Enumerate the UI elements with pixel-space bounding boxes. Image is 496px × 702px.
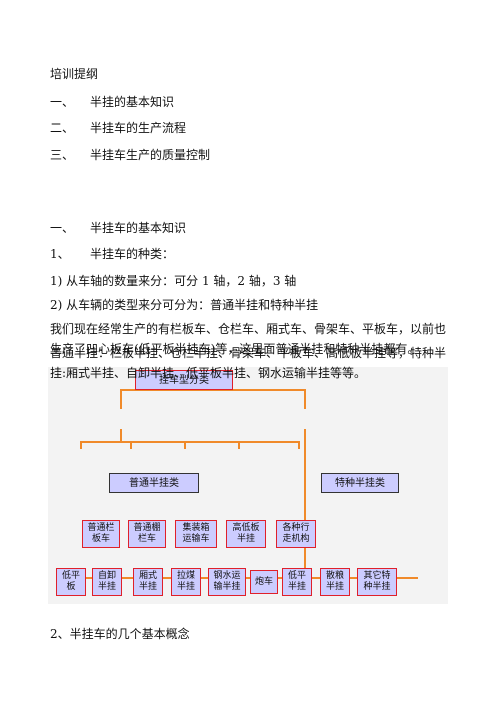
diagram-root-box: 挂车型分类	[135, 370, 233, 390]
outline-num: 三、	[50, 148, 75, 162]
diagram-special-child-8: 散粮 半挂	[320, 568, 350, 596]
connector	[298, 441, 300, 449]
connector	[304, 429, 306, 577]
diagram-special-child-3: 厢式 半挂	[133, 568, 163, 596]
connector	[304, 389, 306, 409]
outline-text: 半挂车的生产流程	[90, 121, 187, 135]
outline-num: 一、	[50, 95, 75, 109]
diagram-special-child-9: 其它特 种半挂	[357, 568, 397, 596]
subsection-heading: 1、 半挂车的种类：	[50, 247, 174, 261]
paragraph-1: 我们现在经常生产的有栏板车、仓栏车、厢式车、骨架车、平板车，以前也生产了凹心板车…	[50, 322, 447, 356]
outline-num: 二、	[50, 121, 75, 135]
diagram-normal-box: 普通半挂类	[109, 473, 199, 493]
connector	[80, 441, 82, 449]
outline-item-1: 一、 半挂的基本知识	[50, 95, 174, 109]
diagram-normal-child-5: 各种行 走机构	[276, 520, 316, 548]
section-num: 一、	[50, 221, 75, 235]
section-title: 半挂车的基本知识	[90, 221, 187, 235]
outline-text: 半挂车生产的质量控制	[90, 148, 211, 162]
outline-item-3: 三、 半挂车生产的质量控制	[50, 148, 210, 162]
section-heading: 一、 半挂车的基本知识	[50, 221, 186, 235]
subsection-title: 半挂车的种类：	[90, 247, 175, 261]
outline-text: 半挂的基本知识	[90, 95, 175, 109]
diagram-normal-child-1: 普通栏 板车	[82, 520, 120, 548]
diagram-special-child-5: 钢水运 输半挂	[208, 568, 246, 596]
connector	[130, 441, 132, 449]
list-item-2: 2) 从车辆的类型来分可分为：普通半挂和特种半挂	[50, 298, 319, 312]
connector	[238, 441, 240, 449]
list-item-1: 1) 从车轴的数量来分：可分 1 轴，2 轴，3 轴	[50, 274, 297, 288]
connector	[120, 389, 306, 391]
connector	[120, 389, 122, 409]
outline-title: 培训提纲	[50, 67, 99, 81]
subsection-2-heading: 2、半挂车的几个基本概念	[50, 627, 190, 641]
diagram-special-child-2: 自卸 半挂	[92, 568, 122, 596]
diagram-special-child-4: 拉煤 半挂	[171, 568, 201, 596]
diagram-special-child-1: 低平 板	[56, 568, 86, 596]
connector	[120, 429, 122, 441]
outline-item-2: 二、 半挂车的生产流程	[50, 121, 186, 135]
connector	[184, 441, 186, 449]
diagram-special-child-6: 炮车	[250, 570, 278, 594]
paragraph-2: 普通半挂：栏板半挂、仓栏半挂、骨架车、平板车、高低板半挂等，特种半挂:厢式半挂、…	[50, 346, 447, 380]
diagram-normal-child-4: 高低板 半挂	[226, 520, 266, 548]
connector	[80, 441, 300, 443]
subsection-num: 1、	[50, 247, 70, 261]
diagram-special-box: 特种半挂类	[321, 473, 399, 493]
diagram-normal-child-3: 集装箱 运输车	[175, 520, 217, 548]
diagram-normal-child-2: 普通棚 栏车	[128, 520, 166, 548]
diagram-special-child-7: 低平 半挂	[282, 568, 312, 596]
